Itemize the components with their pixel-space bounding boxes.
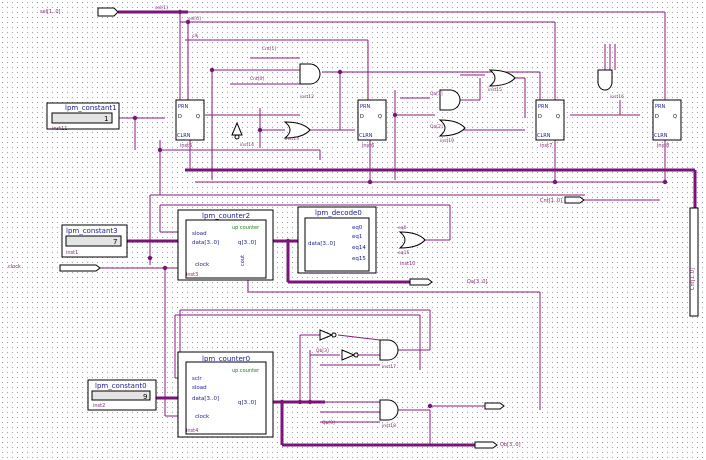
dff-inst5: PRN D Q CLRN inst5 (175, 99, 205, 149)
dff-inst-label: inst5 (180, 143, 192, 149)
lpm-counter2-out-q: q[3..0] (238, 240, 256, 246)
lpm-constant3-title: lpm_constant3 (66, 227, 118, 235)
dff-clrn-label: CLRN (177, 133, 191, 139)
lpm-constant3-value: 7 (113, 238, 117, 246)
dff-d-label: D (178, 114, 182, 120)
lpm-constant0-title: lpm_constant0 (95, 382, 147, 390)
lpm-decode0-title: lpm_decode0 (315, 209, 362, 217)
lpm-counter2-port-sload: sload (192, 231, 207, 237)
lpm-constant1-title: lpm_constant1 (65, 104, 117, 112)
dff-inst7: PRN D Q CLRN inst7 (535, 99, 565, 149)
net-label: inst14 (240, 142, 254, 148)
net-label: inst16 (610, 94, 624, 100)
net-label: eq0 (398, 225, 407, 231)
lpm-counter0-subtitle: up counter (232, 368, 260, 374)
lpm-constant1-block: lpm_constant1 1 inst11 (46, 102, 120, 132)
dff-inst-label: inst7 (540, 143, 552, 149)
dff-prn-label: PRN (655, 104, 665, 110)
pin-qa-label: Qa[3..0] (467, 279, 487, 285)
junction-dots (132, 9, 668, 409)
net-label: Qa[2] (430, 124, 443, 130)
dff-prn-label: PRN (360, 104, 370, 110)
dff-clrn-label: CLRN (537, 133, 551, 139)
lpm-counter2-subtitle: up counter (232, 225, 260, 231)
lpm-constant3-block: lpm_constant3 7 inst1 (61, 224, 128, 258)
lpm-counter0-inst: inst4 (186, 428, 198, 434)
net-labels: sel[1] sel[0] clk Cnt[1] Cnt[0] Qa[3] Qa… (155, 5, 624, 429)
net-label: Qa[3] (430, 91, 443, 97)
io-pins: sel[1..0] clock Cnt[1..0] Qa[3..0] Qb[3.… (8, 7, 699, 449)
dff-inst-label: inst6 (362, 143, 374, 149)
pin-qb-label: Qb[3..0] (500, 442, 521, 448)
lpm-counter0-port-data: data[3..0] (192, 396, 219, 402)
lpm-counter2-port-data: data[3..0] (192, 240, 219, 246)
lpm-decode0-out-eq14: eq14 (352, 245, 366, 251)
lpm-decode0-port-data: data[3..0] (308, 241, 335, 247)
dff-d-label: D (360, 114, 364, 120)
dff-inst8: PRN D Q CLRN inst8 (652, 99, 682, 149)
net-label: sel[1] (155, 5, 168, 11)
dff-d-label: D (655, 114, 659, 120)
lpm-constant1-inst: inst11 (52, 126, 68, 132)
net-label: inst18 (382, 423, 396, 429)
lpm-decode0-out-eq0: eq0 (352, 225, 363, 231)
net-label: clk (192, 33, 199, 39)
net-label: inst19 (440, 138, 454, 144)
dff-clrn-label: CLRN (359, 133, 373, 139)
lpm-decode0-out-eq15: eq15 (352, 256, 366, 262)
dff-q-label: Q (378, 114, 382, 120)
net-label: inst12 (300, 94, 314, 100)
lpm-counter0-port-clock: clock (195, 414, 210, 420)
dff-q-label: Q (673, 114, 677, 120)
dff-q-label: Q (556, 114, 560, 120)
logic-gates (231, 63, 613, 421)
dff-clrn-label: CLRN (654, 133, 668, 139)
lpm-decode0-block: lpm_decode0 data[3..0] eq0 eq1 eq14 eq15… (297, 206, 416, 274)
dff-inst6: PRN D Q CLRN inst6 (357, 99, 387, 149)
lpm-counter2-block: lpm_counter2 up counter sload data[3..0]… (177, 209, 274, 281)
net-label: sel[0] (188, 16, 201, 22)
pin-cnt-label: Cnt[1..0] (540, 198, 562, 204)
lpm-constant0-block: lpm_constant0 9 inst2 (87, 379, 157, 411)
dff-inst-label: inst8 (657, 143, 669, 149)
dff-prn-label: PRN (178, 104, 188, 110)
lpm-counter2-port-clock: clock (195, 262, 210, 268)
lpm-counter2-inst: inst3 (186, 272, 198, 278)
net-label: Cnt[0] (250, 76, 264, 82)
lpm-constant0-value: 9 (143, 393, 147, 401)
dff-prn-label: PRN (538, 104, 548, 110)
lpm-counter2-title: lpm_counter2 (202, 212, 250, 220)
lpm-decode0-out-eq1: eq1 (352, 234, 362, 240)
lpm-constant0-inst: inst2 (93, 403, 105, 409)
net-label: Cnt[1] (262, 46, 276, 52)
lpm-constant3-inst: inst1 (66, 250, 78, 256)
net-label: inst15 (488, 87, 502, 93)
lpm-counter0-block: lpm_counter0 up counter sclr sload data[… (177, 351, 274, 438)
lpm-decode0-inst: inst10 (400, 261, 416, 267)
lpm-counter0-port-sclr: sclr (192, 376, 202, 382)
lpm-counter2-out-cout: cout (240, 255, 246, 266)
lpm-counter0-port-sload: sload (192, 385, 207, 391)
pin-sel-label: sel[1..0] (40, 9, 61, 15)
net-label: inst13 (285, 136, 299, 142)
dff-d-label: D (538, 114, 542, 120)
lpm-counter0-title: lpm_counter0 (202, 355, 250, 363)
dff-q-label: Q (196, 114, 200, 120)
lpm-constant1-value: 1 (104, 115, 108, 123)
net-label: Qb[3] (316, 348, 329, 354)
net-label: inst17 (382, 364, 396, 370)
pin-cnt-vertical-label: Cnt[1..0] (690, 268, 696, 290)
pin-clock-label: clock (8, 264, 21, 270)
net-label: Qb[0] (322, 420, 335, 426)
net-label: eq15 (398, 250, 409, 256)
lpm-counter0-out-q: q[3..0] (238, 400, 256, 406)
